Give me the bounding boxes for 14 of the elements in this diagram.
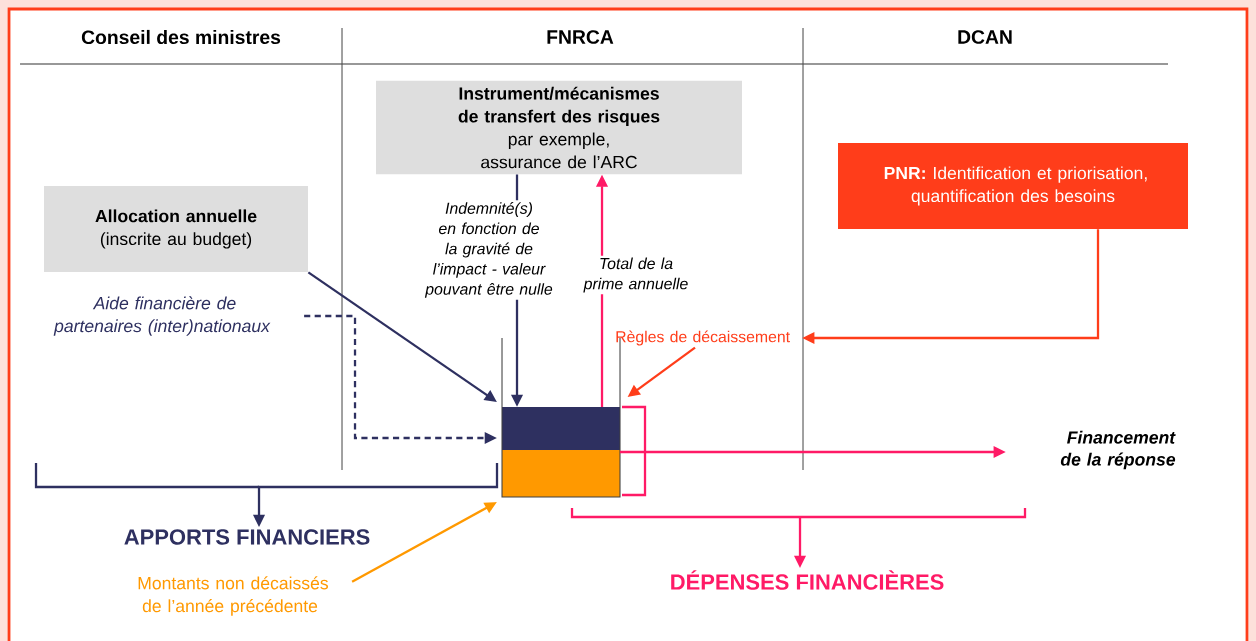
note-text: Montants non décaissés de l’année précédente xyxy=(138,576,328,616)
category-heading: APPORTS FINANCIERS xyxy=(124,529,370,545)
column-header: DCAN xyxy=(958,30,1012,44)
category-heading: DÉPENSES FINANCIÈRES xyxy=(671,570,944,590)
process-box: Instrument/mécanismes de transfert des risques par exemple, assurance de l’ARC xyxy=(376,80,742,175)
note-text: Aide financière de partenaires (inter)nationaux xyxy=(53,296,271,336)
process-box: Allocation annuelle (inscrite au budget) xyxy=(44,186,308,272)
edge-label: Total de la prime annuelle xyxy=(576,255,696,295)
outcome-text: Financement de la réponse xyxy=(1060,430,1176,470)
column-header: Conseil des ministres xyxy=(81,29,281,45)
edge-label: Indemnité(s) en fonction de la gravité de l’impact - valeur pouvant être nulle xyxy=(419,200,559,300)
column-header: FNRCA xyxy=(547,30,614,44)
annotation-text: Règles de décaissement xyxy=(616,330,790,346)
process-box: PNR: Identification et priorisation, quantification des besoins xyxy=(838,143,1188,229)
